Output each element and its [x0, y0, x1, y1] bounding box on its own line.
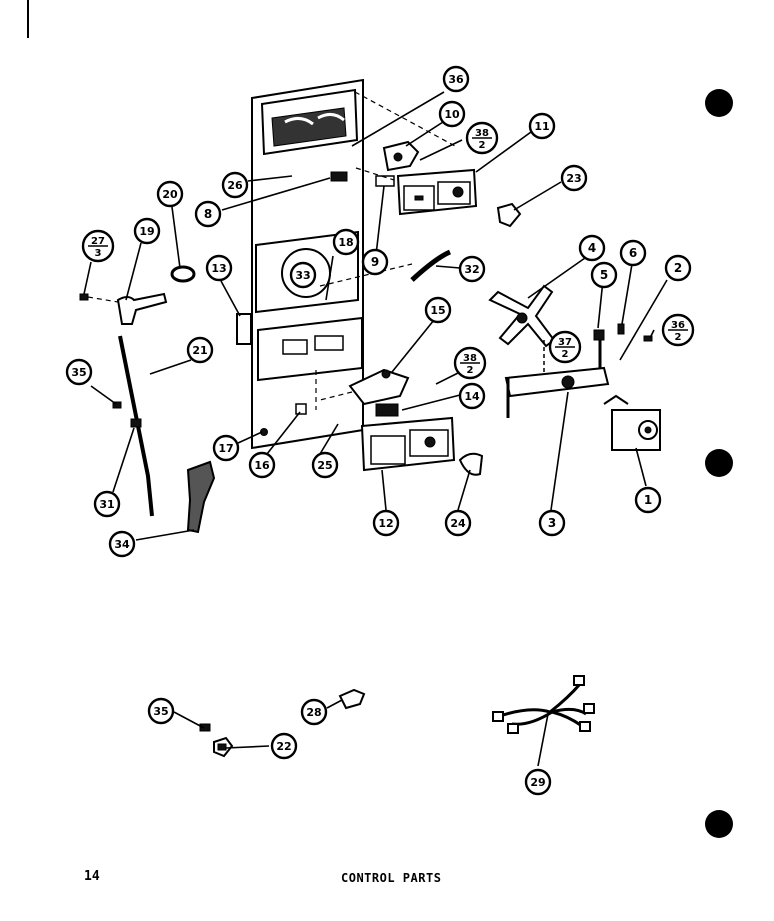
callout-label: 2 [674, 261, 682, 275]
callout-label: 22 [276, 740, 291, 753]
callout-label: 18 [338, 236, 353, 249]
callout-label: 32 [464, 263, 479, 276]
callout-c24: 24 [444, 509, 472, 537]
callout-label: 4 [588, 241, 596, 255]
callout-label: 38 [463, 353, 477, 364]
binder-hole-top [705, 89, 733, 117]
callout-label: 10 [444, 108, 460, 121]
callout-label: 25 [317, 459, 332, 472]
curved-part-32 [410, 249, 452, 282]
callout-label: 16 [254, 459, 270, 472]
wire-harness [492, 675, 595, 734]
callout-label: 3 [548, 516, 556, 530]
callout-c14: 14 [458, 382, 486, 410]
callout-c29: 29 [524, 768, 552, 796]
callout-label: 13 [211, 262, 226, 275]
callout-c2: 2 [664, 254, 692, 282]
callout-label: 26 [227, 179, 243, 192]
callout-layer: 3610382112326892027319133318324562362372… [65, 65, 695, 796]
callout-label: 9 [371, 255, 379, 269]
left-linkage-parts [79, 265, 216, 534]
callout-c19: 19 [133, 217, 161, 245]
callout-c35b: 35 [147, 697, 175, 725]
callout-c31: 31 [93, 490, 121, 518]
callout-label: 15 [430, 304, 445, 317]
callout-label: 11 [534, 120, 549, 133]
callout-label: 29 [530, 776, 545, 789]
callout-c13: 13 [205, 254, 233, 282]
callout-c3: 3 [538, 509, 566, 537]
callout-label: 38 [475, 128, 489, 139]
callout-label: 17 [218, 442, 233, 455]
callout-label: 5 [600, 268, 608, 282]
callout-label: 19 [139, 225, 154, 238]
callout-label: 35 [153, 705, 168, 718]
callout-c33: 33 [289, 261, 317, 289]
callout-label: 23 [566, 172, 581, 185]
callout-c5: 5 [590, 261, 618, 289]
page-title: CONTROL PARTS [341, 871, 442, 885]
callout-c37: 372 [548, 330, 582, 364]
loose-parts [199, 688, 366, 758]
callout-label: 20 [162, 188, 178, 201]
callout-label: 24 [450, 517, 466, 530]
callout-c36b: 362 [661, 313, 695, 347]
callout-quantity: 3 [95, 248, 102, 259]
callout-c20: 20 [156, 180, 184, 208]
callout-c11: 11 [528, 112, 556, 140]
callout-c25: 25 [311, 451, 339, 479]
callout-label: 8 [204, 207, 212, 221]
switch-housing-upper [375, 140, 522, 228]
callout-c15: 15 [424, 296, 452, 324]
callout-c22: 22 [270, 732, 298, 760]
callout-c28: 28 [300, 698, 328, 726]
callout-c16: 16 [248, 451, 276, 479]
callout-c23: 23 [560, 164, 588, 192]
callout-label: 34 [114, 538, 130, 551]
callout-label: 31 [99, 498, 114, 511]
callout-quantity: 2 [675, 332, 682, 343]
callout-label: 21 [192, 344, 207, 357]
callout-quantity: 2 [562, 349, 569, 360]
callout-label: 35 [71, 366, 86, 379]
callout-c32: 32 [458, 255, 486, 283]
callout-c36-top: 36 [442, 65, 470, 93]
callout-label: 33 [295, 269, 310, 282]
callout-label: 27 [91, 236, 105, 247]
callout-label: 14 [464, 390, 480, 403]
callout-c27: 273 [81, 229, 115, 263]
binder-hole-middle [705, 449, 733, 477]
callout-c12: 12 [372, 509, 400, 537]
leader-lines [83, 91, 668, 767]
callout-c1: 1 [634, 486, 662, 514]
callout-label: 1 [644, 493, 652, 507]
callout-label: 28 [306, 706, 321, 719]
callout-c34: 34 [108, 530, 136, 558]
callout-c17: 17 [212, 434, 240, 462]
callout-quantity: 2 [479, 140, 486, 151]
binder-hole-bottom [705, 810, 733, 838]
callout-label: 12 [378, 517, 393, 530]
callout-c18: 18 [332, 228, 360, 256]
fan-motor-assembly [488, 284, 661, 451]
callout-c21: 21 [186, 336, 214, 364]
callout-c9: 9 [361, 248, 389, 276]
callout-c4: 4 [578, 234, 606, 262]
callout-label: 36 [448, 73, 464, 86]
callout-c6: 6 [619, 239, 647, 267]
callout-c38b: 382 [453, 346, 487, 380]
callout-label: 37 [558, 337, 572, 348]
callout-label: 6 [629, 246, 637, 260]
callout-c35a: 35 [65, 358, 93, 386]
callout-label: 36 [671, 320, 685, 331]
callout-c10: 10 [438, 100, 466, 128]
callout-c38a: 382 [465, 121, 499, 155]
page-number: 14 [84, 869, 100, 884]
callout-quantity: 2 [467, 365, 474, 376]
callout-c8: 8 [194, 200, 222, 228]
switch-housing-lower [348, 368, 484, 476]
callout-c26: 26 [221, 171, 249, 199]
